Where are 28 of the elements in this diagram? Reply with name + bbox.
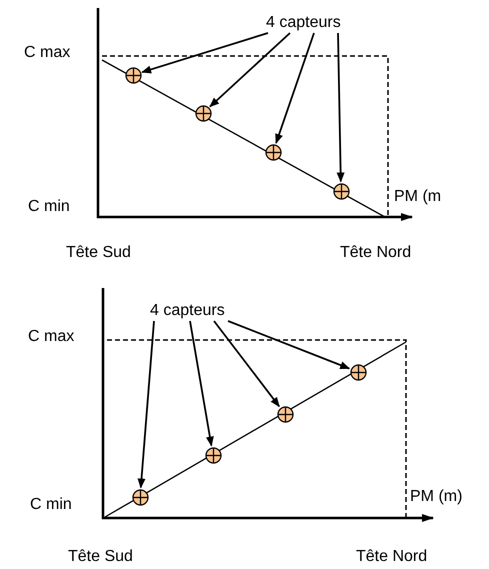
arrow (141, 32, 268, 74)
axis-label: PM (m) (410, 488, 462, 506)
arrow (213, 320, 280, 408)
sensor-symbol (204, 446, 222, 464)
sensor-symbol (194, 104, 212, 122)
sensor-symbol (124, 66, 142, 84)
axis-label: Tête Sud (68, 548, 133, 566)
sensor-symbol (350, 364, 366, 380)
axis-label: Tête Nord (356, 548, 428, 566)
arrow (336, 32, 345, 182)
axis-label: Tête Sud (66, 244, 131, 262)
axis-label: PM (m (394, 188, 442, 206)
callout-text: 4 capteurs (266, 14, 341, 32)
callout-text: 4 capteurs (150, 302, 225, 320)
axis-label: C max (24, 44, 70, 62)
arrow (138, 320, 155, 488)
sensor-symbol (332, 182, 350, 200)
arrow (228, 320, 350, 370)
arrow (209, 32, 291, 108)
axis-label: C min (30, 496, 72, 514)
sensor-symbol (264, 144, 282, 160)
axis-label: C min (28, 198, 70, 216)
arrow (275, 32, 315, 144)
sensor-symbol (276, 406, 294, 422)
axis-label: C max (28, 328, 74, 346)
axis-label: Tête Nord (340, 244, 412, 262)
sensor-symbol (132, 488, 148, 506)
arrow (189, 320, 214, 447)
